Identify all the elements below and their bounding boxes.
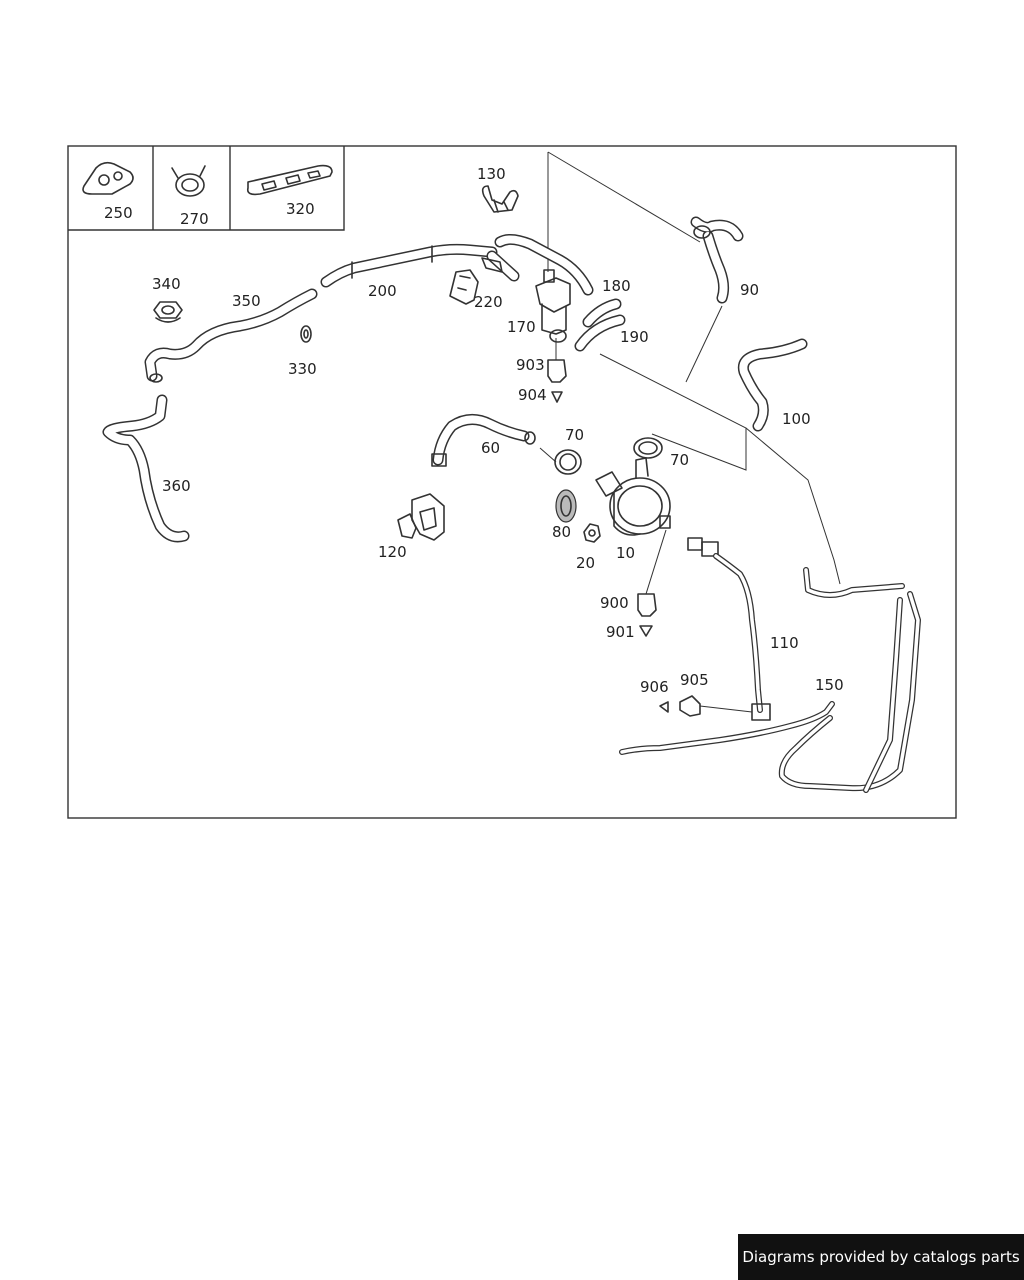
label-330: 330 xyxy=(288,360,317,378)
label-190: 190 xyxy=(620,328,649,346)
part-906-pin xyxy=(659,701,669,713)
leader-130-90 xyxy=(547,151,701,243)
label-903: 903 xyxy=(516,356,545,374)
label-360: 360 xyxy=(162,477,191,495)
label-320: 320 xyxy=(286,200,315,218)
label-350: 350 xyxy=(232,292,261,310)
label-340: 340 xyxy=(152,275,181,293)
part-250-plate xyxy=(82,161,134,195)
part-320-strip xyxy=(246,164,333,196)
label-901: 901 xyxy=(606,623,635,641)
label-904: 904 xyxy=(518,386,547,404)
part-60-hose xyxy=(431,414,536,467)
diagram-frame xyxy=(67,145,957,819)
label-170: 170 xyxy=(507,318,536,336)
label-80: 80 xyxy=(552,523,571,541)
part-10-pump xyxy=(595,457,671,536)
leader-90 xyxy=(685,305,723,383)
part-330-washer xyxy=(300,325,312,343)
part-upper-tube xyxy=(494,233,594,296)
label-10: 10 xyxy=(616,544,635,562)
label-905: 905 xyxy=(680,671,709,689)
label-200: 200 xyxy=(368,282,397,300)
part-190-hose xyxy=(574,314,626,352)
label-250: 250 xyxy=(104,204,133,222)
part-180-hose xyxy=(582,298,622,328)
part-90-hose xyxy=(690,216,744,304)
label-110: 110 xyxy=(770,634,799,652)
label-130: 130 xyxy=(477,165,506,183)
label-20: 20 xyxy=(576,554,595,572)
part-80-seal xyxy=(555,489,577,523)
part-904-pin xyxy=(551,391,563,403)
part-20-nut xyxy=(583,523,601,543)
label-60: 60 xyxy=(481,439,500,457)
label-220: 220 xyxy=(474,293,503,311)
part-110-cable xyxy=(687,537,771,721)
part-901-pin xyxy=(639,625,653,637)
label-100: 100 xyxy=(782,410,811,428)
footer-credit: Diagrams provided by catalogs parts xyxy=(738,1234,1024,1280)
label-70-left: 70 xyxy=(565,426,584,444)
part-120-bracket xyxy=(397,493,445,541)
part-900-connector xyxy=(637,593,657,617)
label-150: 150 xyxy=(815,676,844,694)
part-170-valve xyxy=(535,269,571,343)
part-150-harness xyxy=(619,567,921,793)
label-90: 90 xyxy=(740,281,759,299)
part-340-nut xyxy=(153,301,183,323)
label-270: 270 xyxy=(180,210,209,228)
part-360-pipe xyxy=(102,394,190,543)
label-900: 900 xyxy=(600,594,629,612)
part-100-hose xyxy=(737,338,808,432)
part-70-clamp-left xyxy=(554,449,582,475)
part-905-connector xyxy=(679,695,753,717)
label-120: 120 xyxy=(378,543,407,561)
label-906: 906 xyxy=(640,678,669,696)
part-130-clip xyxy=(481,185,519,213)
leader-900-pump xyxy=(645,529,667,595)
part-270-clamp xyxy=(171,165,206,197)
leader-60-70 xyxy=(539,447,557,463)
part-903-connector xyxy=(547,338,567,383)
part-70-clamp-right xyxy=(633,437,663,459)
inset-boxes xyxy=(68,146,345,231)
leader-70-right xyxy=(599,353,747,471)
leader-150 xyxy=(745,427,841,585)
label-180: 180 xyxy=(602,277,631,295)
part-350-pipe xyxy=(144,288,318,383)
part-220-bracket xyxy=(449,269,479,305)
part-200-hose xyxy=(320,243,520,288)
label-70-right: 70 xyxy=(670,451,689,469)
